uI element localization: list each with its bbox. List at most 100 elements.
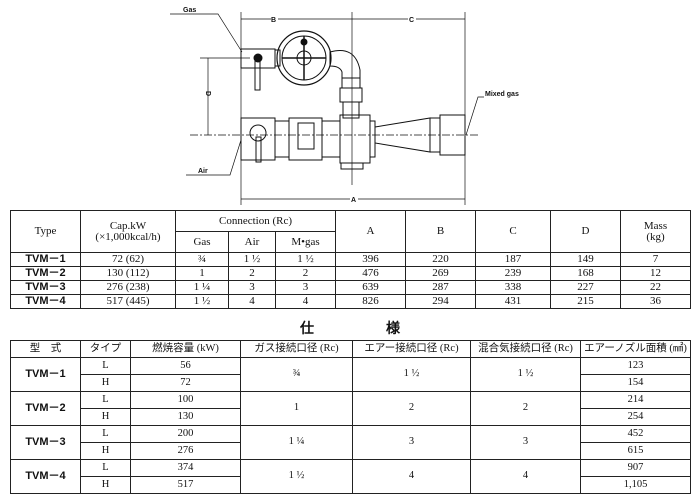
header-mgas: M•gas [275,231,336,253]
cell-mass: 22 [620,280,691,295]
cell-air: 4 [352,459,471,494]
cell-type: TVM－1 [10,252,81,267]
cell-type: L [80,459,131,477]
header-a: A [335,210,406,253]
cell-type: L [80,425,131,443]
header-type: Type [10,210,81,253]
cell-nozzle: 452 [580,425,691,443]
main-pipe [240,114,466,170]
cell-gas: 1 ¼ [240,425,353,460]
cell-mgas: 3 [275,280,336,295]
cell-air: 4 [228,294,276,309]
cell-air: 1 ½ [228,252,276,267]
cell-b: 287 [405,280,476,295]
spec-title-1: 仕 [300,322,314,337]
cell-model: TVM－2 [10,391,81,426]
header-c: C [475,210,551,253]
cell-air: 2 [228,266,276,281]
cell-nozzle: 254 [580,408,691,426]
cell-mass: 7 [620,252,691,267]
cell-gas: 1 [175,266,229,281]
cell-gas: 1 [240,391,353,426]
cell-type: TVM－3 [10,280,81,295]
cell-cap: 130 (112) [80,266,176,281]
gas-label: Gas [183,7,196,14]
spec-title: 仕 様 [300,318,400,338]
cell-c: 187 [475,252,551,267]
cell-nozzle: 907 [580,459,691,477]
cell-type: H [80,408,131,426]
cell-capacity: 517 [130,476,241,494]
cell-capacity: 100 [130,391,241,409]
cell-nozzle: 214 [580,391,691,409]
cell-nozzle: 123 [580,357,691,375]
header-air: エアー接続口径 (Rc) [352,340,471,358]
cell-mgas: 1 ½ [275,252,336,267]
dim-d-label: D [204,91,211,96]
mixed-gas-label: Mixed gas [485,91,519,98]
cell-c: 338 [475,280,551,295]
header-gas: ガス接続口径 (Rc) [240,340,353,358]
spec-title-2: 様 [386,322,400,337]
cell-model: TVM－3 [10,425,81,460]
air-label: Air [198,168,208,175]
cell-gas: 1 ¼ [175,280,229,295]
dim-c-label: C [409,17,414,24]
header-type: タイプ [80,340,131,358]
cell-a: 826 [335,294,406,309]
cell-mix: 2 [470,391,581,426]
cell-mass: 12 [620,266,691,281]
cell-model: TVM－1 [10,357,81,392]
cell-cap: 517 (445) [80,294,176,309]
mixing-pipe [329,50,363,119]
header-capacity: 燃焼容量 (kW) [130,340,241,358]
header-model: 型 式 [10,340,81,358]
cell-c: 431 [475,294,551,309]
cell-capacity: 276 [130,442,241,460]
cell-type: H [80,442,131,460]
cell-air: 3 [228,280,276,295]
cell-nozzle: 615 [580,442,691,460]
cell-b: 220 [405,252,476,267]
header-air: Air [228,231,276,253]
cell-gas: 1 ½ [240,459,353,494]
cell-type: H [80,476,131,494]
cell-type: L [80,357,131,375]
cell-type: H [80,374,131,392]
regulator [274,30,332,86]
cell-capacity: 374 [130,459,241,477]
cell-mass: 36 [620,294,691,309]
dimensions-table: Type Cap.kW(×1,000kcal/h) Connection (Rc… [10,210,691,309]
header-nozzle: エアーノズル面積 (㎟) [580,340,691,358]
header-mix: 混合気接続口径 (Rc) [470,340,581,358]
cap-line2: (×1,000kcal/h) [95,230,161,243]
cell-type: TVM－4 [10,294,81,309]
cell-capacity: 130 [130,408,241,426]
cell-air: 2 [352,391,471,426]
cell-gas: 1 ½ [175,294,229,309]
mass-line2: (kg) [646,230,665,243]
cell-capacity: 56 [130,357,241,375]
cell-type: L [80,391,131,409]
cell-air: 1 ½ [352,357,471,392]
dim-a-label: A [351,197,356,204]
cell-mgas: 4 [275,294,336,309]
cell-b: 269 [405,266,476,281]
cell-mix: 4 [470,459,581,494]
cell-type: TVM－2 [10,266,81,281]
cap-line1: Cap.kW [109,219,147,232]
header-gas: Gas [175,231,229,253]
mixer-technical-drawing: B C A D [170,7,519,205]
cell-a: 396 [335,252,406,267]
header-b: B [405,210,476,253]
